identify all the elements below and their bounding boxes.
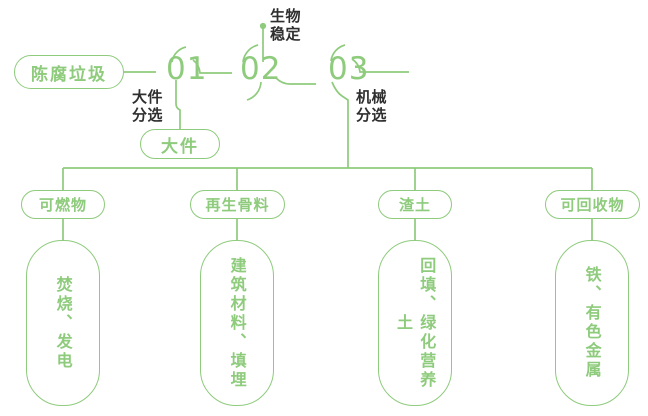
wire-03-to-bus <box>331 81 349 168</box>
output-pill-2-label: 渣土 <box>398 196 431 214</box>
destination-box-1-text: 建筑材料、填埋 <box>227 256 247 390</box>
step-number-02[interactable]: 02 <box>240 51 282 87</box>
destination-box-2[interactable]: 回填、绿化营养土 <box>378 240 452 406</box>
arc-02-bottom-left <box>246 81 262 101</box>
output-pill-3-label: 可回收物 <box>560 196 625 214</box>
destination-box-1[interactable]: 建筑材料、填埋 <box>200 240 274 406</box>
output-pill-1-label: 再生骨料 <box>205 196 270 214</box>
step-number-01[interactable]: 01 <box>166 51 208 87</box>
destination-box-3-text: 铁、有色金属 <box>582 266 602 380</box>
output-pill-0[interactable]: 可燃物 <box>21 190 105 219</box>
step-02-annotation: 生物 稳定 <box>270 7 302 43</box>
step-03-annotation-line1: 机械 <box>356 88 388 106</box>
step-01-annotation: 大件 分选 <box>132 88 164 124</box>
source-node-label: 陈腐垃圾 <box>31 64 107 85</box>
wire-02-to-03 <box>275 77 316 85</box>
arc-02-top <box>242 44 259 63</box>
step-output-daijian-label: 大件 <box>161 136 199 157</box>
destination-box-0[interactable]: 焚烧、发电 <box>26 240 100 406</box>
arc-03-top <box>330 44 346 62</box>
output-pill-0-label: 可燃物 <box>38 196 87 214</box>
arc-01-right <box>192 59 232 74</box>
step-number-03[interactable]: 03 <box>328 51 370 87</box>
destination-box-0-text: 焚烧、发电 <box>53 275 73 371</box>
output-pill-3[interactable]: 可回收物 <box>545 190 640 219</box>
output-pill-1[interactable]: 再生骨料 <box>190 190 285 219</box>
wire-01-left-joint <box>156 62 160 72</box>
step-output-daijian[interactable]: 大件 <box>140 129 220 159</box>
output-pill-2[interactable]: 渣土 <box>378 190 452 219</box>
destination-box-2-text: 回填、绿化营养土 <box>394 256 437 390</box>
arc-01-top <box>171 46 187 63</box>
step-02-annotation-line1: 生物 <box>270 7 302 25</box>
step-02-annotation-line2: 稳定 <box>270 24 302 43</box>
arc-03-right <box>351 58 409 73</box>
step-03-annotation-line2: 分选 <box>356 105 388 124</box>
dot-bio-label <box>259 22 267 30</box>
step-01-annotation-line2: 分选 <box>132 105 164 124</box>
wire-01-to-daijian <box>175 80 181 134</box>
step-01-annotation-line1: 大件 <box>132 88 164 106</box>
step-03-annotation: 机械 分选 <box>356 88 388 124</box>
destination-box-3[interactable]: 铁、有色金属 <box>555 240 629 406</box>
source-node[interactable]: 陈腐垃圾 <box>14 55 124 89</box>
